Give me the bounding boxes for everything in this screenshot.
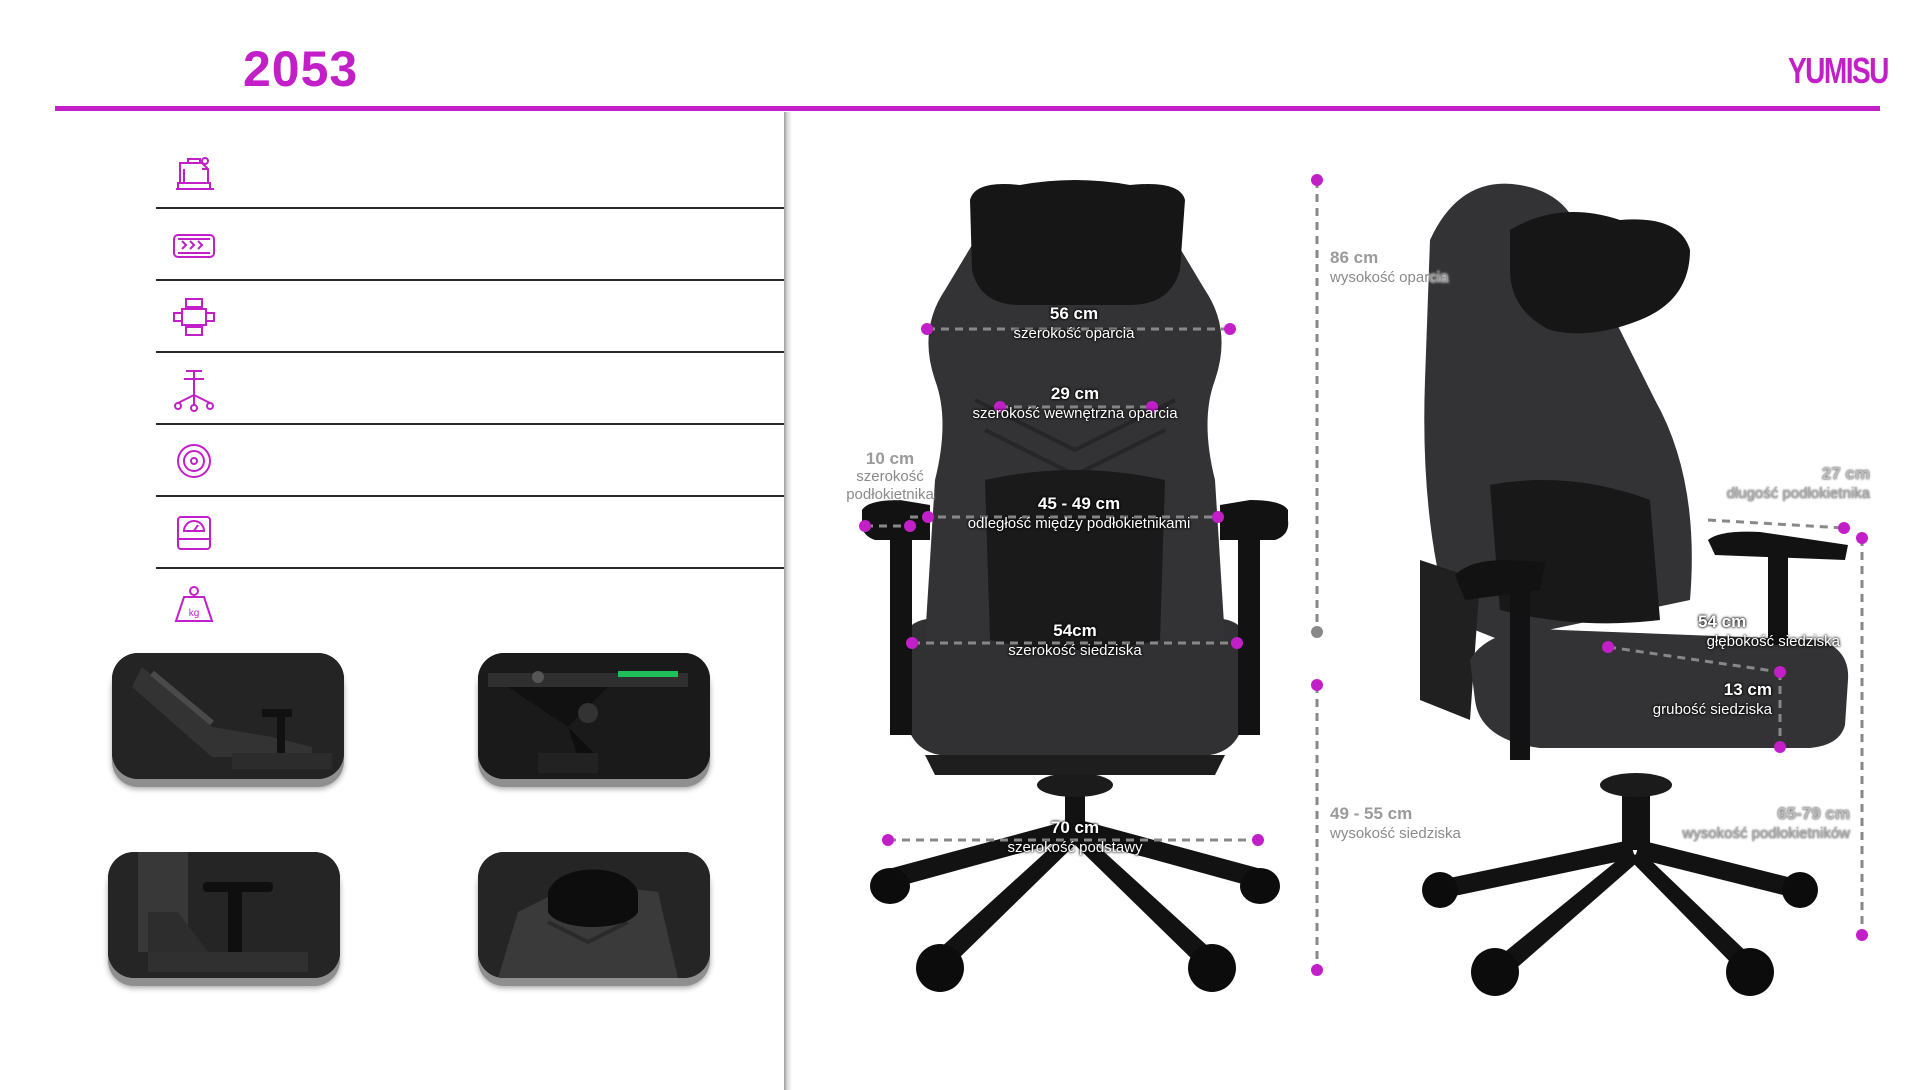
dim-seat-depth: 54 cm głębokość siedziska	[1660, 612, 1840, 652]
dim-value: 27 cm	[1821, 464, 1870, 483]
dim-caption: wysokość podłokietników	[1682, 825, 1850, 842]
dim-value: 45 - 49 cm	[1037, 494, 1121, 513]
wheel-icon	[177, 444, 211, 478]
dim-armrest-width: 10 cm szerokość podłokietnika	[835, 450, 945, 504]
dim-caption: grubość siedziska	[1652, 701, 1772, 718]
model-number: 2053	[243, 41, 359, 97]
panel-divider	[784, 112, 792, 1090]
dim-value: 10 cm	[865, 449, 915, 468]
dim-seat-width: 54cm szerokość siedziska	[975, 621, 1175, 661]
dimension-lines	[865, 180, 1864, 970]
thumbnail-tilt-mechanism[interactable]	[478, 653, 710, 779]
feature-row-foam	[156, 209, 784, 281]
dim-value: 56 cm	[1049, 304, 1099, 323]
thumbnail-reclining[interactable]	[112, 653, 344, 779]
dim-armrest-height: 65-79 cm wysokość podłokietników	[1660, 804, 1850, 844]
armrest-thumbnail	[108, 852, 340, 978]
dim-value: 54 cm	[1698, 612, 1747, 631]
feature-row-wheel	[156, 425, 784, 497]
dim-armrest-length: 27 cm długość podłokietnika	[1690, 464, 1870, 504]
dim-caption: odległość między podłokietnikami	[967, 515, 1191, 532]
dim-value: 65-79 cm	[1777, 804, 1850, 823]
dim-inner-backrest-width: 29 cm szerokość wewnętrzna oparcia	[940, 384, 1210, 424]
dim-seat-thickness: 13 cm grubość siedziska	[1620, 680, 1772, 720]
dim-value: 70 cm	[1050, 818, 1100, 837]
side-chair	[1420, 183, 1849, 996]
reclining-chair-thumbnail	[112, 653, 344, 779]
dim-caption: długość podłokietnika	[1726, 485, 1870, 502]
dim-caption: szerokość podłokietnika	[846, 468, 934, 503]
chair-base-icon	[174, 370, 214, 412]
dim-backrest-width: 56 cm szerokość oparcia	[974, 304, 1174, 344]
dim-caption: szerokość oparcia	[1013, 325, 1135, 342]
weight-kg-text: kg	[189, 608, 200, 619]
thumbnail-armrest[interactable]	[108, 852, 340, 978]
dim-caption: szerokość wewnętrzna oparcia	[972, 405, 1178, 422]
feature-row-sewing	[156, 137, 784, 209]
dim-backrest-height: 86 cm wysokość oparcia	[1330, 248, 1480, 288]
header-rule	[55, 106, 1880, 111]
front-chair	[861, 180, 1289, 992]
weight-kg-icon: kg	[174, 586, 214, 622]
dim-value: 49 - 55 cm	[1330, 804, 1413, 823]
tilt-mechanism-thumbnail	[478, 653, 710, 779]
foam-icon	[173, 234, 215, 258]
feature-row-mechanism	[156, 281, 784, 353]
dim-value: 54cm	[1053, 621, 1097, 640]
dim-caption: szerokość podstawy	[1007, 839, 1143, 856]
dim-seat-height: 49 - 55 cm wysokość siedziska	[1330, 804, 1480, 844]
dim-base-width: 70 cm szerokość podstawy	[975, 818, 1175, 858]
dim-caption: wysokość siedziska	[1330, 825, 1461, 842]
feature-row-base	[156, 353, 784, 425]
dimension-points	[859, 174, 1868, 976]
dim-caption: szerokość siedziska	[1008, 642, 1142, 659]
dim-caption: wysokość oparcia	[1330, 269, 1449, 286]
dim-value: 13 cm	[1723, 680, 1772, 699]
feature-row-scale	[156, 497, 784, 569]
sewing-machine-icon	[176, 157, 214, 190]
headrest-pillow-thumbnail	[478, 852, 710, 978]
dim-armrest-distance: 45 - 49 cm odległość między podłokietnik…	[934, 494, 1224, 534]
brand-logo: YUMISU	[1788, 50, 1889, 91]
scale-icon	[177, 516, 211, 550]
mechanism-icon	[173, 298, 215, 336]
dim-caption: głębokość siedziska	[1706, 633, 1840, 650]
dim-value: 86 cm	[1330, 248, 1379, 267]
feature-row-weight: kg	[156, 569, 784, 629]
dim-value: 29 cm	[1050, 384, 1100, 403]
thumbnail-headrest[interactable]	[478, 852, 710, 978]
